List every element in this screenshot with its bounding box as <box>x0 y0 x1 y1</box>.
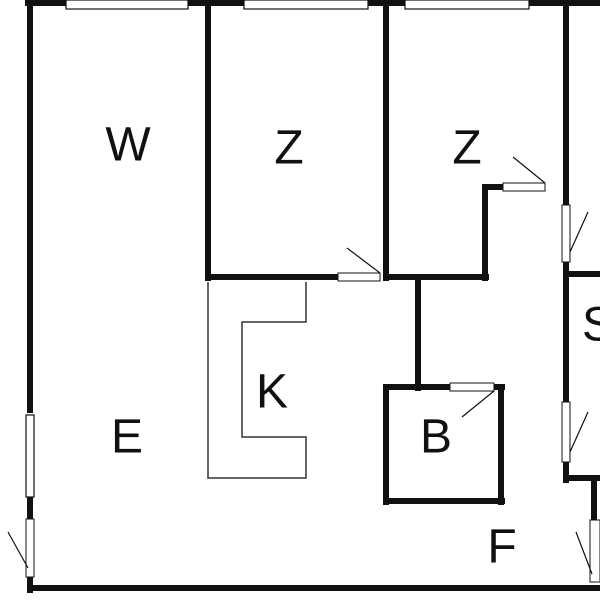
door-z2-opening <box>502 182 546 192</box>
room-label-k: K <box>256 366 288 419</box>
door-s-upper-leaf <box>569 211 589 253</box>
doors <box>337 156 600 583</box>
door-f-leaf <box>575 531 593 575</box>
entry-door-leaf <box>7 531 29 569</box>
door-z1-leaf <box>346 247 381 274</box>
door-b-leaf <box>461 390 495 418</box>
door-s-lower-leaf <box>569 411 589 453</box>
door-z1-opening <box>337 272 381 282</box>
room-labels: W Z Z S K E B F <box>105 119 600 574</box>
window-1 <box>65 0 189 10</box>
kitchen-counter <box>207 282 307 479</box>
outer-walls <box>25 0 600 593</box>
left-window <box>25 414 35 498</box>
door-b-opening <box>449 382 495 392</box>
interior-walls <box>205 3 600 523</box>
door-z2-leaf <box>512 156 546 184</box>
entry-door-left <box>7 518 35 578</box>
room-label-z2: Z <box>452 122 481 175</box>
room-label-w: W <box>105 119 151 172</box>
room-label-f: F <box>487 521 516 574</box>
top-windows <box>65 0 530 10</box>
door-s-lower-opening <box>561 401 571 463</box>
door-f-opening <box>589 519 600 583</box>
room-label-b: B <box>420 411 452 464</box>
room-label-s: S <box>582 299 600 352</box>
room-label-z1: Z <box>274 122 303 175</box>
window-2 <box>243 0 369 10</box>
window-3 <box>404 0 530 10</box>
entry-opening <box>25 518 35 578</box>
door-s-upper-opening <box>561 204 571 263</box>
kitchen-counter-outline <box>207 282 307 479</box>
room-label-e: E <box>111 411 143 464</box>
